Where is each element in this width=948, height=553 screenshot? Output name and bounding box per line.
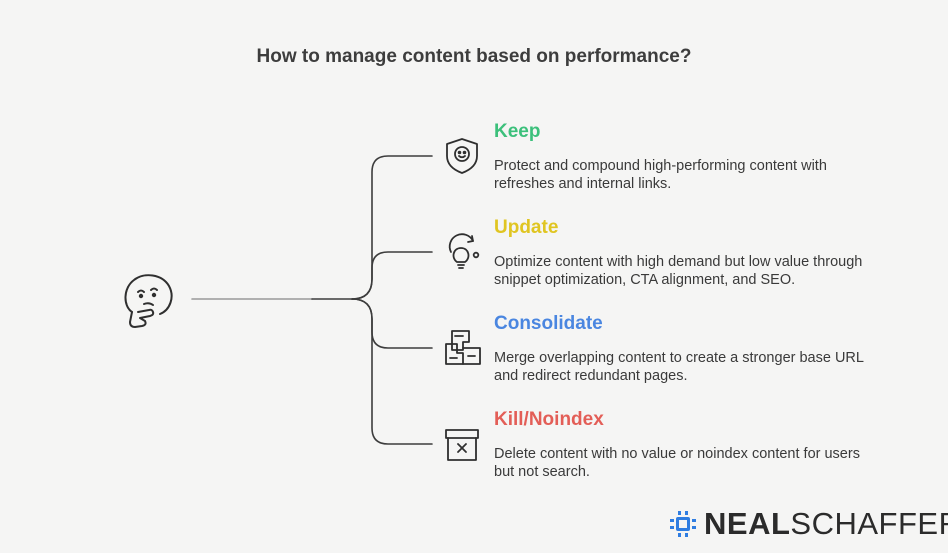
update-description-line-1: Optimize content with high demand but lo… [494, 254, 863, 270]
branch-consolidate [351, 298, 433, 349]
kill-noindex-description-line-2: but not search. [494, 464, 590, 480]
update-description: Optimize content with high demand but lo… [494, 253, 894, 289]
archive-x-icon [445, 429, 479, 461]
thinking-face-icon [124, 274, 173, 328]
consolidate-heading: Consolidate [494, 313, 603, 334]
update-heading: Update [494, 217, 559, 238]
brand-logo: NEALSCHAFFER [668, 504, 948, 544]
kill-noindex-heading: Kill/Noindex [494, 409, 604, 430]
lightbulb-refresh-icon [448, 233, 480, 269]
branch-kill [351, 298, 433, 445]
branch-keep [351, 155, 433, 300]
consolidate-description-line-1: Merge overlapping content to create a st… [494, 350, 864, 366]
update-description-line-2: snippet optimization, CTA alignment, and… [494, 272, 796, 288]
consolidate-description-line-2: and redirect redundant pages. [494, 368, 688, 384]
keep-heading: Keep [494, 121, 541, 142]
brand-name-bold: NEAL [704, 506, 791, 541]
brand-chip-icon [670, 511, 696, 537]
consolidate-description: Merge overlapping content to create a st… [494, 349, 894, 385]
kill-noindex-description: Delete content with no value or noindex … [494, 445, 894, 481]
shield-smiley-icon [446, 138, 478, 174]
branch-update [351, 251, 433, 300]
keep-description-line-2: refreshes and internal links. [494, 176, 672, 192]
brand-name-rest: SCHAFFER [790, 506, 948, 541]
diagram-title: How to manage content based on performan… [256, 46, 692, 67]
kill-noindex-description-line-1: Delete content with no value or noindex … [494, 446, 860, 462]
keep-description-line-1: Protect and compound high-performing con… [494, 158, 827, 174]
keep-description: Protect and compound high-performing con… [494, 157, 894, 193]
merge-pages-icon [445, 330, 481, 365]
brand-name: NEALSCHAFFER [704, 506, 948, 542]
